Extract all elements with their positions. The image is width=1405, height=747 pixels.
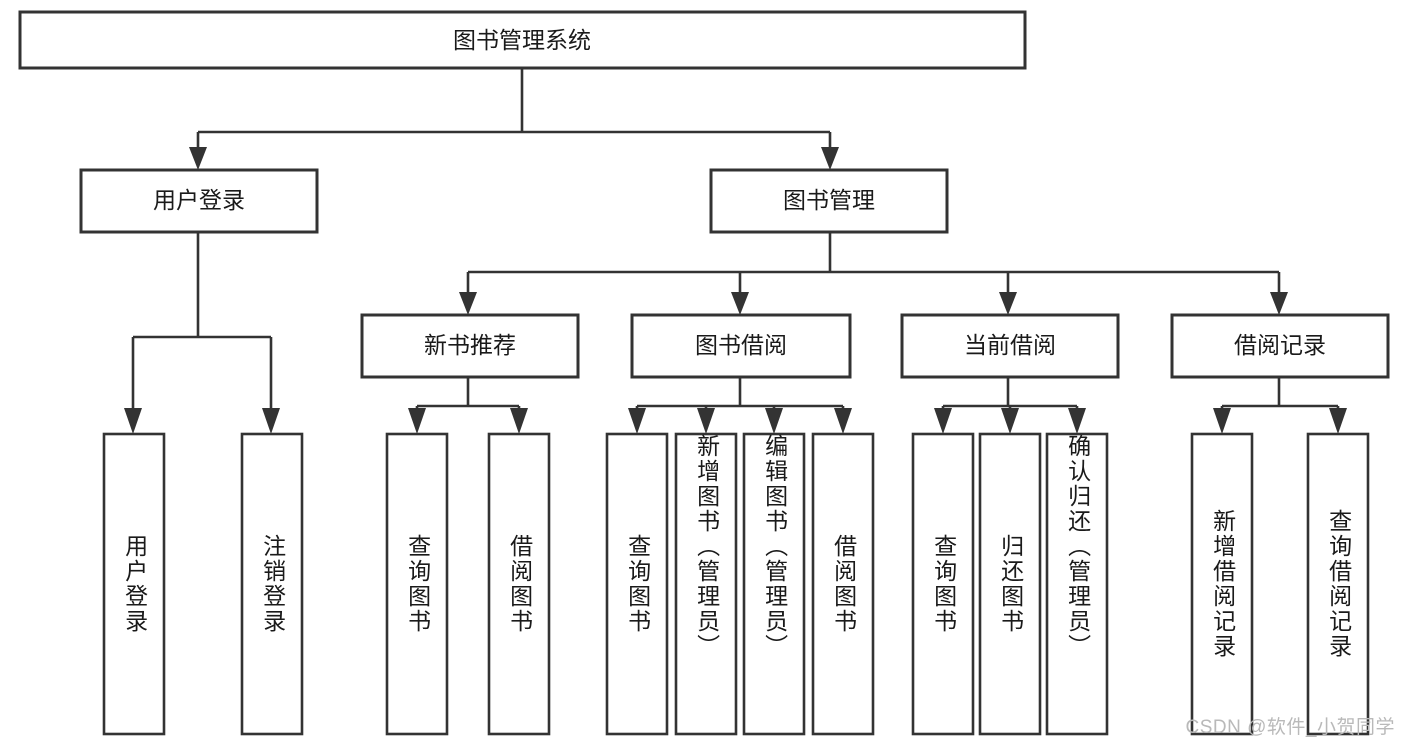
leaf-node-current-confirm-return[interactable] <box>1045 432 1109 736</box>
node-borrow-record[interactable]: 借阅记录 <box>1170 313 1390 379</box>
node-user-login[interactable]: 用户登录 <box>79 168 319 234</box>
leaf-node-current-return-book[interactable] <box>978 432 1042 736</box>
node-new-book-recommend[interactable]: 新书推荐 <box>360 313 580 379</box>
node-root-system[interactable]: 图书管理系统 <box>18 10 1027 70</box>
node-borrow-record-label: 借阅记录 <box>1234 332 1326 358</box>
connector-book-borrow-to-leaves <box>628 377 852 434</box>
node-current-borrow[interactable]: 当前借阅 <box>900 313 1120 379</box>
connector-borrow-record-to-leaves <box>1213 377 1347 434</box>
leaf-node-borrow-add-book[interactable] <box>674 432 738 736</box>
node-book-borrow-label: 图书借阅 <box>695 332 787 358</box>
csdn-watermark: CSDN @软件_小贺同学 <box>1185 717 1395 738</box>
node-current-borrow-label: 当前借阅 <box>964 332 1056 358</box>
leaf-node-recommend-query-book[interactable] <box>385 432 449 736</box>
node-root-system-label: 图书管理系统 <box>453 27 591 53</box>
leaf-node-current-query-book[interactable] <box>911 432 975 736</box>
leaf-node-borrow-query-book[interactable] <box>605 432 669 736</box>
leaf-node-borrow-borrow-book[interactable] <box>811 432 875 736</box>
leaf-node-record-add-record[interactable] <box>1190 432 1254 736</box>
node-user-login-label: 用户登录 <box>153 187 245 213</box>
connector-book-management-to-level3 <box>459 232 1288 315</box>
node-book-management[interactable]: 图书管理 <box>709 168 949 234</box>
connector-current-borrow-to-leaves <box>934 377 1086 434</box>
connector-user-login-to-leaves <box>124 232 280 434</box>
node-new-book-recommend-label: 新书推荐 <box>424 332 516 358</box>
connector-new-book-to-leaves <box>408 377 528 434</box>
leaf-node-user-login-login[interactable] <box>102 432 166 736</box>
leaf-node-record-query-record[interactable] <box>1306 432 1370 736</box>
leaf-node-borrow-edit-book[interactable] <box>742 432 806 736</box>
node-book-management-label: 图书管理 <box>783 187 875 213</box>
connector-root-to-level2 <box>189 68 839 170</box>
leaf-node-recommend-borrow-book[interactable] <box>487 432 551 736</box>
leaf-node-user-login-logout[interactable] <box>240 432 304 736</box>
node-book-borrow[interactable]: 图书借阅 <box>630 313 852 379</box>
